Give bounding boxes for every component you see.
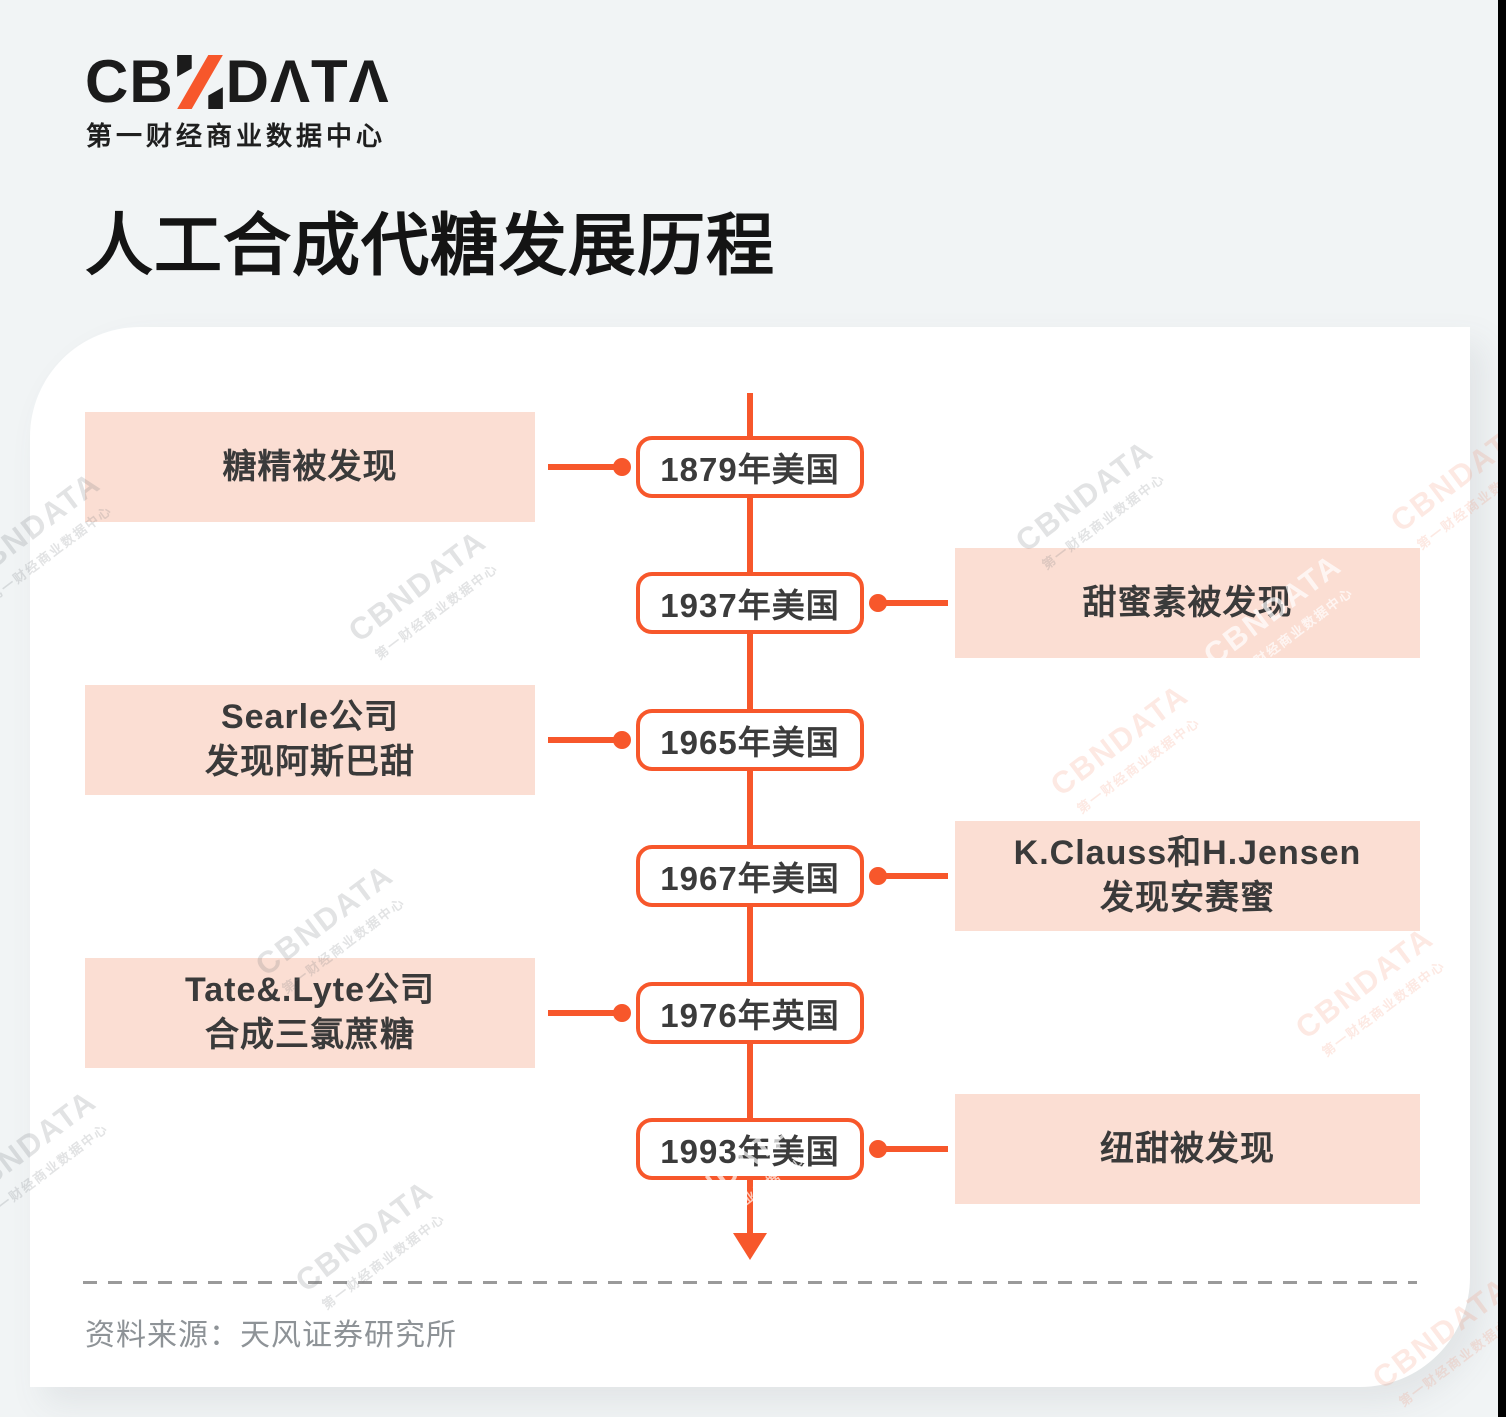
event-connector (878, 600, 948, 606)
connector-dot (869, 867, 887, 885)
timeline-node: 1976年英国 (636, 982, 864, 1044)
logo-text-cb: CB (85, 48, 174, 115)
logo-n-icon (176, 55, 223, 109)
event-connector (548, 464, 622, 470)
timeline-axis (747, 393, 753, 1237)
timeline-node: 1937年美国 (636, 572, 864, 634)
event-label-box: Searle公司发现阿斯巴甜 (85, 685, 535, 795)
timeline-node: 1993年美国 (636, 1118, 864, 1180)
divider-dashed (83, 1281, 1417, 1284)
event-label-line: 合成三氯蔗糖 (205, 1016, 415, 1054)
connector-dot (613, 458, 631, 476)
page-title: 人工合成代糖发展历程 (85, 208, 776, 284)
logo-text-data: DΛTΛ (225, 48, 390, 115)
event-connector (878, 873, 948, 879)
event-label-box: 糖精被发现 (85, 412, 535, 522)
event-label-box: K.Clauss和H.Jensen 发现安赛蜜 (955, 821, 1420, 931)
event-connector (548, 1010, 622, 1016)
event-label-line: 发现阿斯巴甜 (205, 743, 415, 781)
timeline-arrow-icon (733, 1233, 767, 1260)
event-label-line: 甜蜜素被发现 (1082, 583, 1293, 622)
source-note: 资料来源：天风证券研究所 (85, 1319, 457, 1352)
connector-dot (869, 1140, 887, 1158)
timeline-node: 1967年美国 (636, 845, 864, 907)
logo-subtitle: 第一财经商业数据中心 (86, 121, 387, 151)
event-label-line: K.Clauss和H.Jensen (1013, 834, 1362, 872)
connector-dot (613, 1004, 631, 1022)
event-label-box: 甜蜜素被发现 (955, 548, 1420, 658)
right-edge-bar (1498, 0, 1506, 1417)
timeline-node: 1879年美国 (636, 436, 864, 498)
event-label-line: Tate&.Lyte公司 (184, 971, 436, 1009)
connector-dot (869, 594, 887, 612)
cbndata-logo: CB DΛTΛ (85, 52, 390, 112)
event-label-line: 糖精被发现 (222, 447, 398, 486)
event-label-box: 纽甜被发现 (955, 1094, 1420, 1204)
timeline-node: 1965年美国 (636, 709, 864, 771)
event-label-line: Searle公司 (220, 698, 400, 736)
event-connector (878, 1146, 948, 1152)
event-label-line: 发现安赛蜜 (1100, 879, 1275, 917)
event-label-box: Tate&.Lyte公司合成三氯蔗糖 (85, 958, 535, 1068)
connector-dot (613, 731, 631, 749)
event-connector (548, 737, 622, 743)
event-label-line: 纽甜被发现 (1100, 1129, 1275, 1168)
